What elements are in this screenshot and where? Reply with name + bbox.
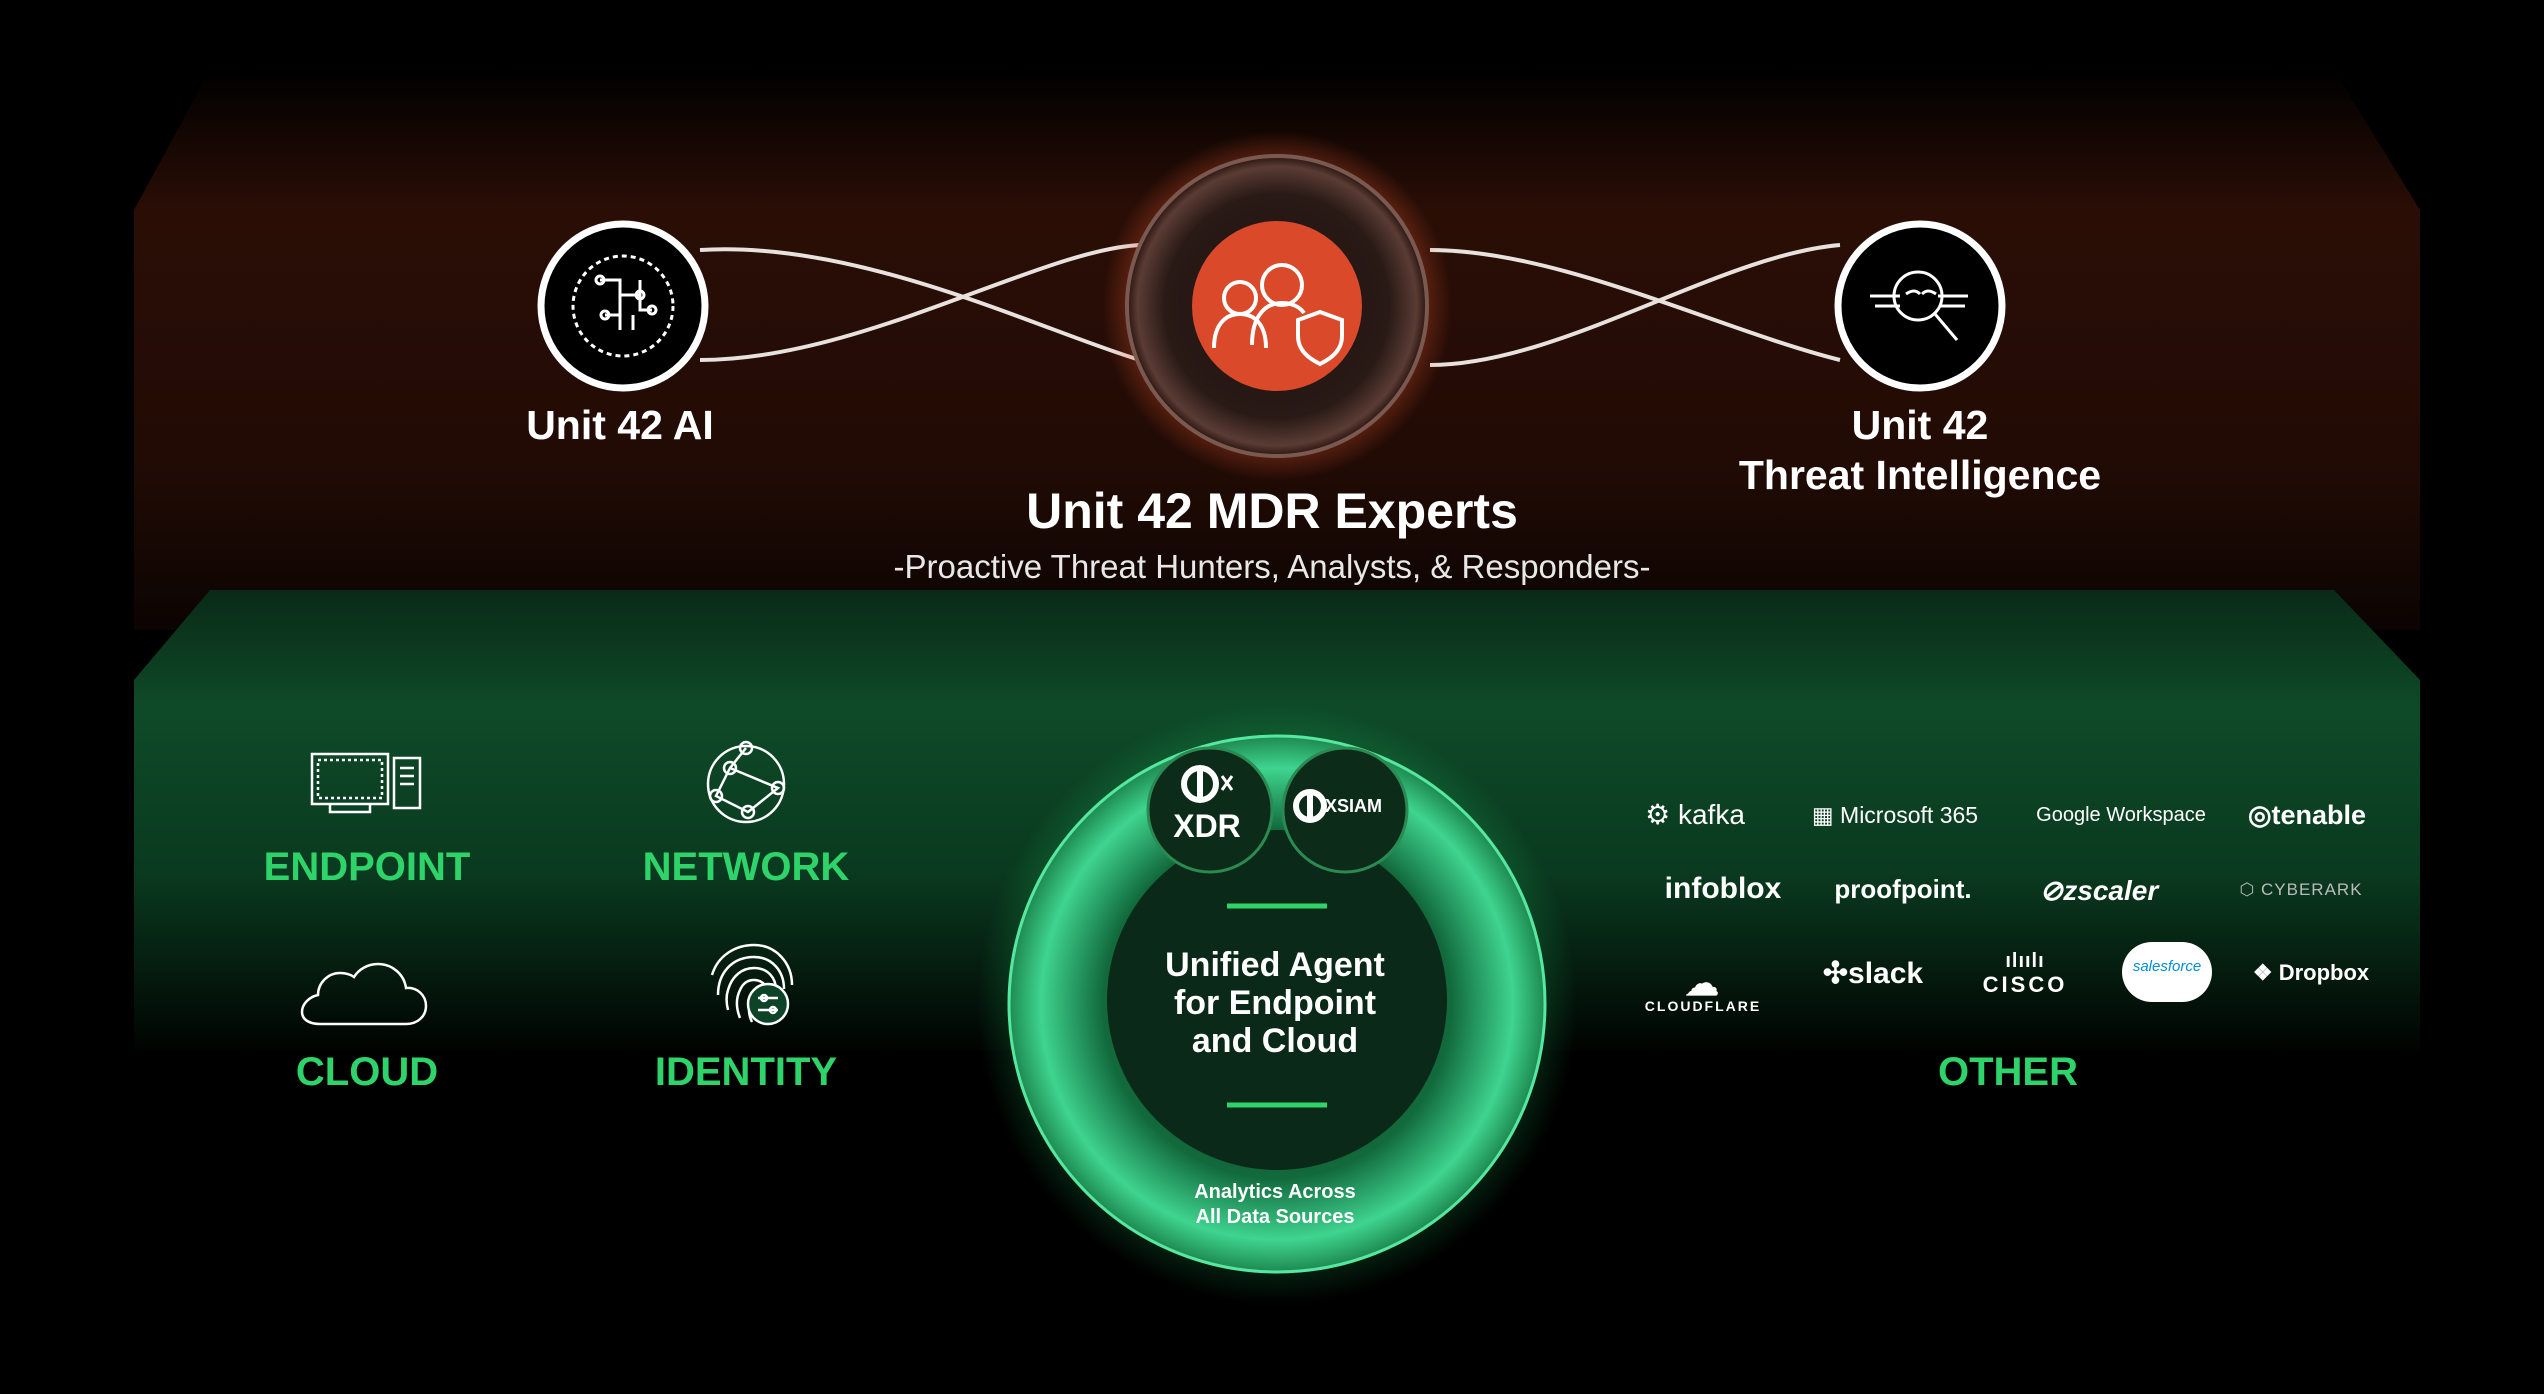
logo-cyberark: ⬡ CYBERARK	[2239, 880, 2363, 899]
unified-agent-core	[1107, 830, 1447, 1170]
logo-cisco: ılıılı CISCO	[1910, 950, 2140, 998]
fingerprint-icon	[710, 943, 794, 1026]
ai-brain-icon	[571, 254, 675, 358]
logo-google-workspace: Google Workspace	[2006, 804, 2236, 827]
logo-proofpoint-text: proofpoint.	[1834, 874, 1972, 904]
xdr-label: XDR	[1173, 808, 1241, 844]
xdr-logo-icon	[1181, 765, 1234, 803]
xsiam-logo-icon	[1293, 789, 1327, 823]
mdr-experts-title: Unit 42 MDR Experts	[1026, 483, 1518, 539]
threat-intel-line1: Unit 42	[1851, 402, 1989, 448]
threat-intel-line2: Threat Intelligence	[1738, 452, 2102, 498]
logo-cisco-text: CISCO	[1982, 972, 2068, 997]
network-icon	[706, 740, 786, 824]
logo-zscaler-text: zscaler	[2063, 875, 2159, 906]
unified-agent-line1: Unified Agent	[1165, 946, 1385, 984]
endpoint-label: ENDPOINT	[263, 845, 471, 889]
logo-tenable: ◎tenable	[2247, 800, 2367, 830]
logo-infoblox-text: infoblox	[1664, 872, 1782, 905]
analytics-line1: Analytics Across	[1194, 1181, 1356, 1203]
salesforce-cloud-icon	[2122, 942, 2212, 1002]
unified-agent-line2: for Endpoint	[1173, 984, 1377, 1022]
xsiam-badge	[1281, 746, 1409, 874]
mdr-experts-subtitle: -Proactive Threat Hunters, Analysts, & R…	[893, 548, 1651, 585]
logo-infoblox: infoblox	[1608, 872, 1838, 906]
logo-cyberark-text: CYBERARK	[2261, 880, 2363, 899]
logo-salesforce-text: salesforce	[2132, 958, 2202, 975]
logo-tenable-text: tenable	[2271, 800, 2367, 830]
logo-dropbox-text: Dropbox	[2278, 960, 2370, 985]
unified-agent-title: Unified Agent for Endpoint and Cloud	[1110, 946, 1440, 1060]
network-label: NETWORK	[642, 845, 850, 889]
logo-cloudflare: ☁ CLOUDFLARE	[1588, 965, 1818, 1014]
computer-icon	[310, 752, 422, 814]
logo-google-workspace-text: Google Workspace	[2036, 804, 2206, 826]
logo-slack: ✣slack	[1822, 957, 1924, 990]
analytics-caption: Analytics Across All Data Sources	[1110, 1180, 1440, 1230]
xsiam-label: XSIAM	[1325, 796, 1383, 816]
xdr-badge	[1146, 746, 1274, 874]
cloud-icon	[300, 962, 428, 1026]
logo-microsoft365: ▦ Microsoft 365	[1811, 802, 1979, 828]
unified-agent-line3: and Cloud	[1191, 1022, 1359, 1060]
threat-intel-icon	[1870, 270, 1968, 341]
cloudflare-cloud-icon: ☁	[1685, 965, 1721, 1003]
analytics-line2: All Data Sources	[1195, 1206, 1355, 1228]
experts-shield-icon	[1212, 263, 1344, 367]
logo-slack-text: slack	[1848, 957, 1924, 990]
logo-proofpoint: proofpoint.	[1788, 874, 2018, 905]
other-label: OTHER	[1938, 1050, 2078, 1094]
cloud-label: CLOUD	[295, 1050, 439, 1094]
logo-kafka: ⚙ kafka	[1645, 799, 1745, 830]
unit42-ai-label: Unit 42 AI	[526, 402, 714, 448]
cisco-bars-icon: ılıılı	[2005, 950, 2045, 972]
logo-kafka-text: kafka	[1677, 799, 1745, 830]
connector-lines	[699, 243, 1841, 367]
logo-salesforce: salesforce	[2052, 958, 2282, 975]
unit42-threat-intel-label: Unit 42 Threat Intelligence	[1720, 400, 2120, 500]
logo-cloudflare-text: CLOUDFLARE	[1644, 998, 1762, 1014]
logo-microsoft365-text: Microsoft 365	[1840, 802, 1979, 828]
logo-dropbox: ❖ Dropbox	[2252, 960, 2370, 985]
logo-zscaler: ⊘zscaler	[2039, 875, 2159, 906]
identity-label: IDENTITY	[654, 1050, 838, 1094]
